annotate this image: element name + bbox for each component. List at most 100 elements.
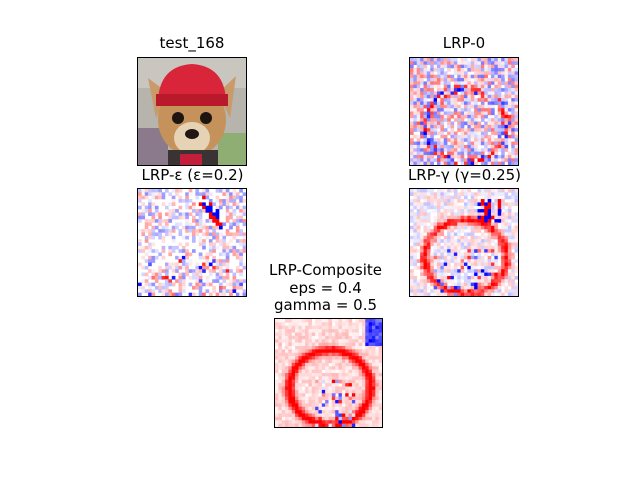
heatmap-cell — [375, 362, 379, 367]
heatmap-cell — [450, 195, 455, 200]
heatmap-cell — [457, 158, 461, 162]
heatmap-cell — [291, 352, 296, 357]
heatmap-cell — [361, 325, 366, 330]
heatmap-cell — [484, 104, 488, 109]
heatmap-cell — [305, 366, 309, 370]
heatmap-cell — [158, 189, 162, 193]
heatmap-cell — [178, 229, 183, 233]
heatmap-cell — [301, 393, 306, 397]
heatmap-cell — [467, 279, 472, 283]
heatmap-cell — [410, 209, 414, 213]
heatmap-cell — [331, 332, 336, 337]
heatmap-cell — [460, 74, 465, 79]
heatmap-cell — [437, 98, 441, 102]
heatmap-cell — [355, 356, 359, 360]
heatmap-cell — [335, 376, 339, 381]
heatmap-cell — [464, 81, 468, 86]
heatmap-cell — [416, 88, 421, 92]
heatmap-cell — [511, 158, 515, 162]
heatmap-cell — [426, 121, 431, 126]
heatmap-cell — [470, 141, 475, 146]
heatmap-cell — [464, 74, 468, 79]
heatmap-cell — [358, 319, 363, 323]
heatmap-cell — [355, 379, 359, 384]
heatmap-cell — [410, 262, 414, 267]
heatmap-cell — [433, 199, 438, 203]
heatmap-cell — [453, 84, 458, 89]
heatmap-cell — [365, 420, 369, 424]
heatmap-cell — [275, 400, 279, 404]
heatmap-cell — [514, 78, 518, 82]
heatmap-cell — [467, 74, 472, 79]
heatmap-cell — [225, 232, 230, 237]
heatmap-cell — [457, 239, 461, 243]
heatmap-cell — [504, 242, 509, 247]
heatmap-cell — [450, 158, 455, 162]
heatmap-cell — [416, 212, 421, 217]
heatmap-cell — [484, 114, 488, 119]
heatmap-cell — [291, 342, 296, 347]
heatmap-cell — [222, 239, 227, 243]
heatmap-cell — [298, 329, 303, 333]
heatmap-cell — [460, 88, 465, 92]
heatmap-cell — [507, 279, 512, 283]
heatmap-cell — [453, 195, 458, 200]
heatmap-cell — [453, 285, 458, 290]
heatmap-cell — [470, 94, 475, 99]
heatmap-cell — [144, 282, 149, 287]
heatmap-cell — [437, 202, 441, 207]
heatmap-cell — [501, 144, 505, 149]
heatmap-cell — [138, 249, 142, 253]
heatmap-cell — [168, 262, 173, 267]
heatmap-cell — [440, 161, 445, 165]
heatmap-cell — [278, 393, 282, 397]
heatmap-cell — [239, 252, 243, 257]
heatmap-cell — [301, 373, 306, 377]
heatmap-cell — [328, 366, 333, 370]
heatmap-cell — [168, 232, 173, 237]
heatmap-cell — [457, 285, 461, 290]
heatmap-cell — [229, 232, 233, 237]
heatmap-cell — [507, 158, 512, 162]
heatmap-cell — [158, 229, 162, 233]
heatmap-cell — [239, 229, 243, 233]
heatmap-cell — [440, 275, 445, 280]
heatmap-cell — [433, 108, 438, 112]
heatmap-cell — [494, 195, 499, 200]
heatmap-cell — [358, 400, 363, 404]
heatmap-cell — [480, 161, 485, 165]
heatmap-cell — [321, 423, 326, 427]
heatmap-cell — [311, 373, 316, 377]
heatmap-cell — [315, 342, 319, 347]
heatmap-cell — [181, 245, 186, 250]
heatmap-cell — [453, 104, 458, 109]
heatmap-cell — [457, 249, 461, 253]
heatmap-cell — [171, 189, 176, 193]
heatmap-cell — [278, 386, 282, 391]
heatmap-cell — [151, 189, 156, 193]
heatmap-cell — [474, 131, 478, 136]
heatmap-cell — [151, 192, 156, 196]
heatmap-cell — [416, 215, 421, 220]
heatmap-cell — [368, 329, 373, 333]
heatmap-cell — [423, 61, 428, 65]
heatmap-cell — [416, 259, 421, 263]
heatmap-cell — [487, 269, 492, 273]
heatmap-cell — [185, 199, 189, 203]
heatmap-cell — [437, 232, 441, 237]
heatmap-cell — [171, 212, 176, 217]
heatmap-cell — [198, 225, 203, 230]
heatmap-cell — [497, 279, 502, 283]
heatmap-cell — [368, 406, 373, 411]
heatmap-cell — [242, 265, 246, 270]
heatmap-cell — [181, 279, 186, 283]
heatmap-cell — [494, 114, 499, 119]
heatmap-cell — [138, 292, 142, 296]
heatmap-cell — [487, 245, 492, 250]
heatmap-cell — [474, 88, 478, 92]
heatmap-cell — [484, 269, 488, 273]
heatmap-cell — [416, 249, 421, 253]
heatmap-cell — [433, 249, 438, 253]
heatmap-cell — [275, 406, 279, 411]
heatmap-cell — [467, 98, 472, 102]
